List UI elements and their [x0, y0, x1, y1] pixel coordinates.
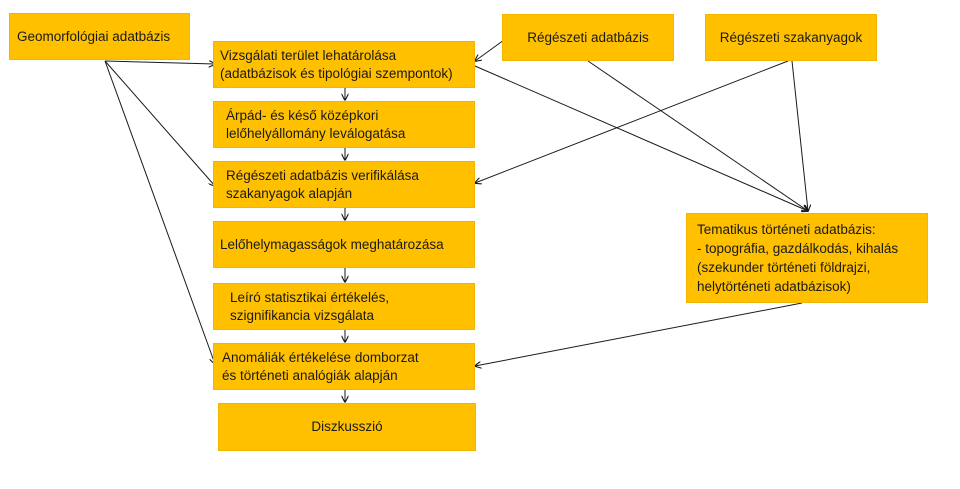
node-database-verification: Régészeti adatbázis verifikálása szakany… — [213, 161, 475, 208]
arrow-them-to-anom — [475, 302, 803, 366]
arrow-rdb-to-them — [587, 60, 808, 211]
node-descriptive-statistics: Leíró statisztikai értékelés, szignifika… — [213, 283, 475, 330]
node-geomorphology-database: Geomorfológiai adatbázis — [9, 13, 190, 60]
node-anomaly-evaluation: Anomáliák értékelése domborzat és történ… — [213, 343, 475, 390]
node-discussion: Diszkusszió — [218, 403, 476, 451]
node-site-selection: Árpád- és késő középkori lelőhelyállomán… — [213, 101, 475, 148]
node-thematic-historical-database: Tematikus történeti adatbázis: - topográ… — [686, 213, 928, 303]
arrow-study-to-them — [474, 65, 808, 211]
node-archaeological-database: Régészeti adatbázis — [502, 14, 674, 61]
arrow-lit-to-them — [791, 60, 808, 211]
node-study-area-delineation: Vizsgálati terület lehatárolása (adatbáz… — [213, 41, 475, 88]
arrow-geo-to-study — [104, 61, 215, 64]
arrow-lit-to-verify — [475, 60, 789, 183]
arrow-geo-to-anom — [104, 60, 215, 364]
node-archaeological-literature: Régészeti szakanyagok — [705, 14, 877, 61]
arrow-rdb-to-study — [475, 39, 505, 61]
node-site-elevation: Lelőhelymagasságok meghatározása — [213, 221, 475, 268]
arrow-geo-to-verify — [104, 60, 215, 186]
